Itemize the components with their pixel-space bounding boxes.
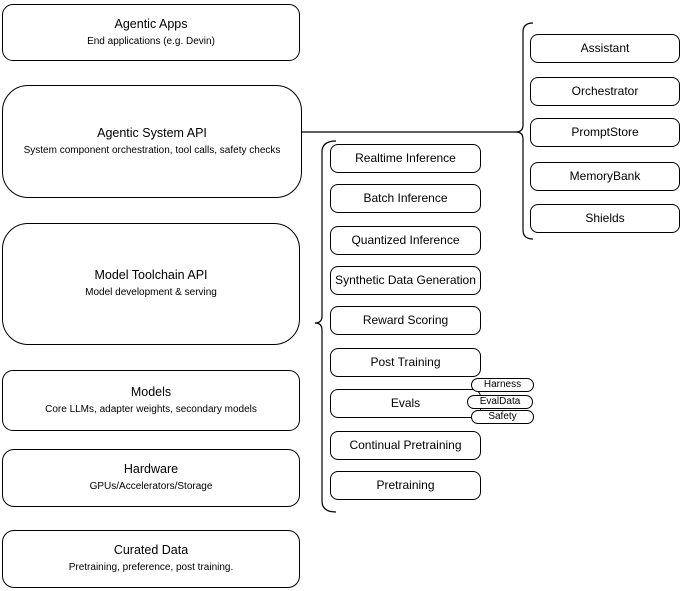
node-subtitle: End applications (e.g. Devin) bbox=[87, 35, 215, 47]
node-label: Shields bbox=[585, 211, 625, 225]
pill-safety: Safety bbox=[471, 410, 534, 424]
node-agentic-system-api: Agentic System API System component orch… bbox=[2, 85, 302, 198]
node-subtitle: GPUs/Accelerators/Storage bbox=[89, 481, 213, 493]
node-label: Continual Pretraining bbox=[349, 438, 462, 452]
node-label: Realtime Inference bbox=[355, 151, 456, 165]
node-models: Models Core LLMs, adapter weights, secon… bbox=[2, 370, 300, 431]
node-label: Assistant bbox=[580, 41, 630, 55]
pill-evaldata: EvalData bbox=[467, 395, 533, 409]
node-post-training: Post Training bbox=[330, 348, 481, 377]
node-label: Pretraining bbox=[376, 478, 435, 492]
node-label: Reward Scoring bbox=[362, 313, 449, 327]
node-label: PromptStore bbox=[571, 125, 639, 139]
node-label: MemoryBank bbox=[569, 169, 641, 183]
node-title: Curated Data bbox=[113, 543, 189, 558]
node-label: Post Training bbox=[370, 355, 441, 369]
node-subtitle: Pretraining, preference, post training. bbox=[68, 562, 234, 574]
node-label: Evals bbox=[390, 396, 421, 410]
node-subtitle: System component orchestration, tool cal… bbox=[23, 144, 281, 156]
node-orchestrator: Orchestrator bbox=[530, 77, 680, 106]
node-continual-pretraining: Continual Pretraining bbox=[330, 431, 481, 460]
node-hardware: Hardware GPUs/Accelerators/Storage bbox=[2, 449, 300, 507]
node-agentic-apps: Agentic Apps End applications (e.g. Devi… bbox=[2, 4, 300, 61]
node-title: Models bbox=[130, 384, 172, 399]
node-memorybank: MemoryBank bbox=[530, 162, 680, 191]
node-subtitle: Model development & serving bbox=[85, 287, 217, 299]
node-model-toolchain-api: Model Toolchain API Model development & … bbox=[2, 223, 300, 345]
node-curated-data: Curated Data Pretraining, preference, po… bbox=[2, 530, 300, 588]
node-title: Hardware bbox=[123, 462, 179, 477]
node-assistant: Assistant bbox=[530, 34, 680, 63]
node-title: Agentic Apps bbox=[114, 16, 188, 31]
node-realtime-inference: Realtime Inference bbox=[330, 144, 481, 173]
node-reward-scoring: Reward Scoring bbox=[330, 306, 481, 335]
pill-harness: Harness bbox=[471, 378, 534, 392]
node-shields: Shields bbox=[530, 204, 680, 233]
node-pretraining: Pretraining bbox=[330, 471, 481, 500]
node-label: Synthetic Data Generation bbox=[335, 273, 476, 287]
node-subtitle: Core LLMs, adapter weights, secondary mo… bbox=[45, 403, 257, 415]
node-evals: Evals bbox=[330, 389, 481, 418]
pill-label: Harness bbox=[483, 379, 522, 390]
node-label: Batch Inference bbox=[363, 191, 448, 205]
node-label: Quantized Inference bbox=[351, 233, 460, 247]
node-promptstore: PromptStore bbox=[530, 118, 680, 147]
node-label: Orchestrator bbox=[571, 84, 639, 98]
node-title: Model Toolchain API bbox=[94, 268, 208, 283]
node-synthetic-data-generation: Synthetic Data Generation bbox=[330, 266, 481, 295]
node-batch-inference: Batch Inference bbox=[330, 184, 481, 213]
pill-label: Safety bbox=[488, 411, 517, 422]
node-title: Agentic System API bbox=[97, 125, 207, 140]
pill-label: EvalData bbox=[479, 396, 521, 407]
middle-group-brace bbox=[314, 140, 337, 513]
right-group-brace bbox=[515, 22, 534, 240]
node-quantized-inference: Quantized Inference bbox=[330, 226, 481, 255]
